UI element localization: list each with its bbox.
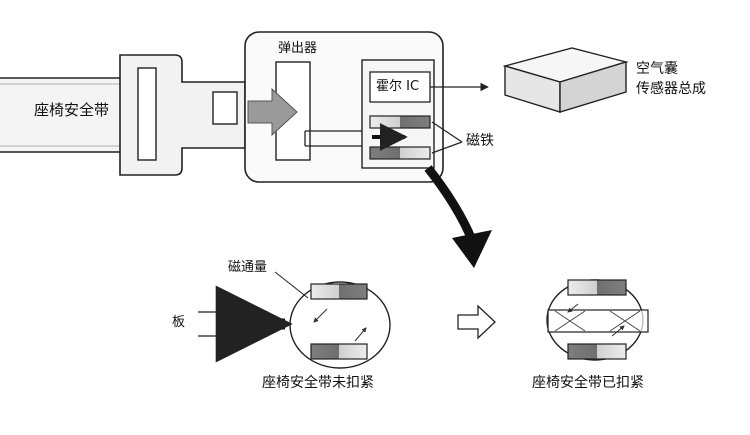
zoom-arrow-icon <box>424 165 492 268</box>
airbag-label-line2: 传感器总成 <box>636 81 706 97</box>
tongue-channel <box>304 130 362 147</box>
unbuckled-detail <box>198 271 391 369</box>
transition-arrow-icon <box>457 304 496 340</box>
flux-label: 磁通量 <box>228 260 268 275</box>
buckled-caption: 座椅安全带已扣紧 <box>532 375 644 391</box>
insert-arrow-icon <box>247 87 298 137</box>
magnet-leader <box>431 121 463 154</box>
plate-label: 板 <box>172 315 186 330</box>
unbuckled-caption: 座椅安全带未扣紧 <box>262 375 374 391</box>
belt-label: 座椅安全带 <box>34 101 110 119</box>
airbag-label-line1: 空气囊 <box>636 61 678 77</box>
buckled-detail <box>546 279 649 361</box>
buckle-label: 弹出器 <box>278 41 318 56</box>
hall-ic-label: 霍尔 IC <box>376 79 420 94</box>
magnet-label: 磁铁 <box>466 133 494 149</box>
belt-tongue <box>119 54 246 176</box>
airbag-sensor-box-icon <box>502 47 629 113</box>
